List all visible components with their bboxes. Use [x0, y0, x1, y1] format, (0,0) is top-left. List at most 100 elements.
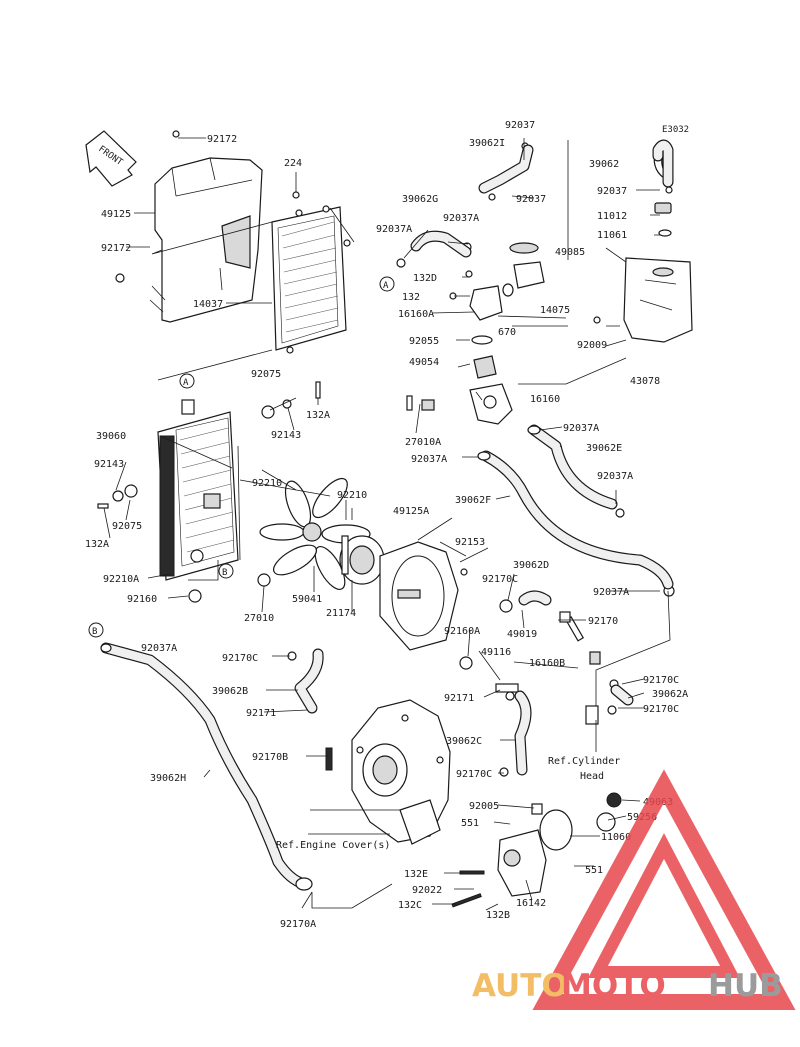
part-label: 27010 — [244, 613, 274, 624]
part-label: 49019 — [507, 629, 537, 640]
part-label: 92143 — [94, 459, 124, 470]
part-label: 92037A — [443, 213, 479, 224]
leader-lines — [103, 137, 671, 911]
reservoir-tank — [623, 147, 693, 343]
part-label: 92005 — [469, 801, 499, 812]
radiator-filler — [502, 242, 545, 297]
part-label: 92170C — [222, 653, 258, 664]
part-label: 92037A — [593, 587, 629, 598]
part-label: 27010A — [405, 437, 441, 448]
callout-letters: A A B B — [92, 281, 389, 637]
part-label: 92170 — [588, 616, 618, 627]
part-label: 670 — [498, 327, 516, 338]
part-label: 92170C — [643, 675, 679, 686]
part-label: 14075 — [540, 305, 570, 316]
part-label: 551 — [461, 818, 479, 829]
part-label: 92170C — [643, 704, 679, 715]
part-label: 224 — [284, 158, 302, 169]
part-label: 39060 — [96, 431, 126, 442]
impeller — [596, 792, 622, 832]
part-label: 132B — [486, 910, 510, 921]
front-direction-arrow — [85, 130, 137, 187]
part-label: 92210 — [337, 490, 367, 501]
watermark-text-auto: AUTO — [472, 968, 568, 1004]
watermark-text-moto: MOTO — [561, 968, 666, 1004]
part-label: 92171 — [444, 693, 474, 704]
reference-labels: Ref.Cylinder Head Ref.Engine Cover(s) — [276, 756, 620, 851]
part-label: 92037A — [141, 643, 177, 654]
callout-a-left: A — [183, 378, 189, 388]
part-label: 92037A — [563, 423, 599, 434]
part-label: 11060 — [601, 832, 631, 843]
part-label: 92037 — [597, 186, 627, 197]
fan-shroud — [379, 541, 468, 651]
part-label: 132D — [413, 273, 437, 284]
part-label: 21174 — [326, 608, 356, 619]
part-label: 92037A — [376, 224, 412, 235]
part-label: 92160A — [444, 626, 480, 637]
ref-cylinder-head-label-line2: Head — [580, 771, 604, 782]
part-label: 11012 — [597, 211, 627, 222]
part-label: 49054 — [409, 357, 439, 368]
part-label: 551 — [585, 865, 603, 876]
part-label: 11061 — [597, 230, 627, 241]
part-label: 39062F — [455, 495, 491, 506]
radiator-grille — [271, 205, 351, 354]
part-label: 92170C — [456, 769, 492, 780]
watermark: AUTO MOTO HUB — [472, 769, 796, 1010]
part-label: 92075 — [251, 369, 281, 380]
thermostat-assembly — [469, 285, 513, 425]
part-label: 92037A — [411, 454, 447, 465]
diagram-code: E3032 — [662, 125, 689, 135]
part-label: 49125A — [393, 506, 429, 517]
part-label: 39062I — [469, 138, 505, 149]
part-label: 39062A — [652, 689, 688, 700]
part-label: 92153 — [455, 537, 485, 548]
part-label: 16160A — [398, 309, 434, 320]
part-label: 92022 — [412, 885, 442, 896]
part-label: 92210 — [252, 478, 282, 489]
part-number-labels: 92172 49125 92172 14037 224 92037 39062I… — [85, 120, 688, 930]
part-label: 132A — [85, 539, 109, 550]
part-label: 92160 — [127, 594, 157, 605]
part-label: 39062G — [402, 194, 438, 205]
part-label: 16160B — [529, 658, 565, 669]
part-label: 43078 — [630, 376, 660, 387]
watermark-text-hub: HUB — [708, 968, 783, 1004]
part-label: 16160 — [530, 394, 560, 405]
ref-engine-cover-label: Ref.Engine Cover(s) — [276, 840, 390, 851]
part-label: 49125 — [101, 209, 131, 220]
hoses — [100, 139, 674, 890]
water-pump — [451, 809, 573, 908]
part-label: 92075 — [112, 521, 142, 532]
part-label: 132A — [306, 410, 330, 421]
part-label: 92210A — [103, 574, 139, 585]
part-label: 132E — [404, 869, 428, 880]
watermark-triangle-logo — [532, 769, 796, 1010]
part-label: 39062H — [150, 773, 186, 784]
engine-cover — [325, 699, 451, 845]
part-label: 59041 — [292, 594, 322, 605]
fan-motor — [339, 535, 385, 585]
part-label: 92037A — [597, 471, 633, 482]
part-label: 92009 — [577, 340, 607, 351]
radiator-shroud — [149, 157, 263, 323]
part-label: 92170C — [482, 574, 518, 585]
drawing — [85, 130, 693, 911]
part-label: 14037 — [193, 299, 223, 310]
part-label: 49085 — [555, 247, 585, 258]
part-label: 49116 — [481, 647, 511, 658]
radiator-core — [157, 399, 239, 603]
part-label: 39062D — [513, 560, 549, 571]
cooling-fan — [259, 477, 371, 590]
hose-clamps — [100, 425, 541, 891]
part-label: 92170B — [252, 752, 288, 763]
callout-a-top: A — [383, 281, 389, 291]
part-label: 16142 — [516, 898, 546, 909]
callout-b-right: B — [222, 568, 227, 578]
part-label: 92172 — [101, 243, 131, 254]
part-label: 92143 — [271, 430, 301, 441]
part-label: 92172 — [207, 134, 237, 145]
ref-cylinder-head-label: Ref.Cylinder — [548, 756, 620, 767]
